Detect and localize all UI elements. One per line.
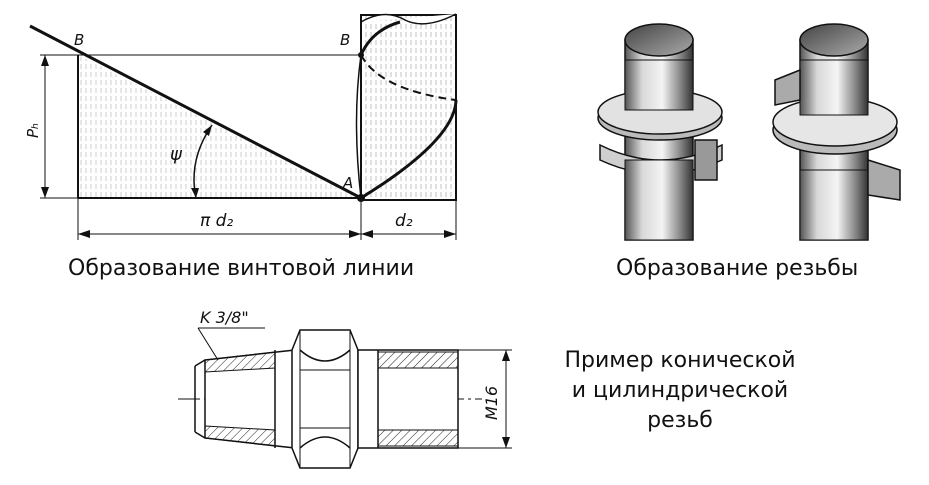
label-pitch: Pₕ (24, 123, 42, 138)
cone-thread-label: K 3/8" (200, 308, 249, 327)
angle-arrow-top (203, 125, 212, 136)
helix-cylinder-break (360, 13, 457, 25)
caption-example: Пример конической и цилиндрической резьб (540, 346, 820, 436)
helix-diagram: B B A ψ Pₕ π d₂ d₂ (24, 13, 458, 240)
angle-arrow-bottom (191, 188, 199, 198)
cone-thread-bottom (204, 425, 276, 447)
caption-thread: Образование резьбы (616, 256, 859, 281)
length-arrow-mid-l (349, 230, 361, 238)
label-b-left: B (74, 31, 84, 49)
length-arrow-left (78, 230, 90, 238)
label-angle: ψ (170, 144, 183, 165)
helix-curve-front (360, 99, 458, 200)
helix-hypotenuse (29, 24, 362, 200)
length-arrow-mid-r (361, 230, 373, 238)
helix-curve-left (355, 54, 362, 199)
helix-curve-front-top (359, 20, 401, 56)
caption-helix: Образование винтовой линии (68, 256, 415, 281)
cyl-thread-label: M16 (482, 386, 501, 420)
label-b-right: B (340, 31, 350, 49)
label-length: π d₂ (200, 211, 233, 231)
caption-example-line-2: и цилиндрической (571, 378, 789, 403)
pitch-arrow-top (41, 55, 49, 66)
pitch-arrow-bottom (41, 187, 49, 198)
label-diameter: d₂ (395, 211, 413, 231)
thread-formation-square (597, 23, 723, 241)
caption-example-line-3: резьб (647, 408, 713, 433)
pipe-fitting: K 3/8" M16 (178, 308, 512, 469)
cone-leader (197, 327, 219, 361)
cone-thread-top (204, 351, 276, 373)
label-a: A (342, 174, 353, 192)
thread-formation-trapezoid (772, 23, 901, 241)
cyl-thread-top (377, 351, 459, 369)
helix-curve-back (360, 54, 457, 101)
point-b-dot (358, 52, 364, 58)
caption-example-line-1: Пример конической (564, 348, 796, 373)
length-arrow-right (444, 230, 456, 238)
point-a-dot (357, 194, 365, 202)
helix-cylinder-body (360, 14, 457, 201)
cyl-thread-bottom (377, 429, 459, 447)
